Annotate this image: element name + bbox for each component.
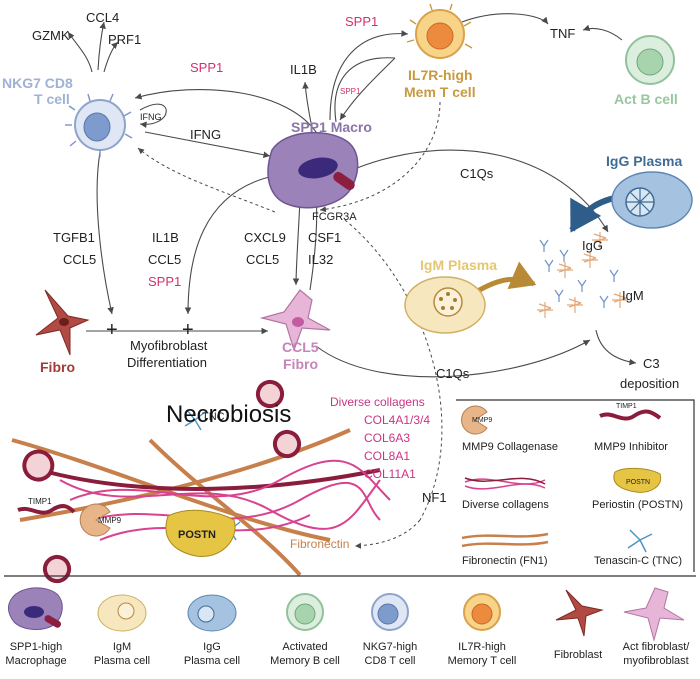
label-prf1: PRF1 [108, 32, 141, 47]
igm-plasma-arrow [474, 261, 537, 295]
collagen-list-4: COL11A1 [364, 467, 416, 481]
bl-macrophage-2: Macrophage [5, 655, 66, 667]
bl-b-2: Memory B cell [270, 655, 340, 667]
legend-fibronectin: Fibronectin (FN1) [462, 555, 548, 567]
nkg7-cd8-t-cell-icon [65, 93, 133, 157]
label-igg: IgG [582, 238, 603, 253]
cell-igg-plasma: IgG Plasma [606, 153, 682, 169]
bottom-legend-icons [7, 587, 685, 642]
cell-spp1-macro: SPP1 Macro [291, 119, 372, 135]
bl-actfib-2: myofibroblast [623, 655, 688, 667]
label-nf1: NF1 [422, 490, 447, 505]
bl-macrophage-1: SPP1-high [10, 641, 63, 653]
legend-periostin: Periostin (POSTN) [592, 499, 683, 511]
label-fibronectin: Fibronectin [290, 537, 349, 551]
necrobiosis-title: Necrobiosis [166, 401, 291, 428]
igg-plasma-cell-icon [611, 171, 693, 229]
label-cxcl9: CXCL9 [244, 230, 286, 245]
label-ccl4: CCL4 [86, 10, 119, 25]
label-mmp9: MMP9 [98, 516, 122, 525]
label-ccl5-c: CCL5 [246, 252, 279, 267]
connector-arrows [67, 13, 637, 378]
legend-mmp9-inhibitor: MMP9 Inhibitor [594, 441, 668, 453]
label-tgfb1: TGFB1 [53, 230, 95, 245]
legend-icons [461, 405, 662, 553]
label-tnf: TNF [550, 26, 575, 41]
cell-fibro: Fibro [40, 359, 75, 375]
legend-tenascin: Tenascin-C (TNC) [594, 555, 682, 567]
collagen-list-2: COL6A3 [364, 431, 410, 445]
bl-igm-1: IgM [113, 641, 131, 653]
label-spp1-top: SPP1 [345, 14, 378, 29]
antibody-cluster-icon [537, 232, 628, 318]
legend-frame [456, 399, 695, 572]
label-spp1-mid: SPP1 [148, 274, 181, 289]
collagen-list-0: Diverse collagens [330, 395, 425, 409]
label-myofib-2: Differentiation [127, 355, 207, 370]
plus-1: + [106, 319, 118, 341]
cell-il7r-1: IL7R-high [408, 67, 473, 83]
bl-igg-1: IgG [203, 641, 221, 653]
label-c1qs-top: C1Qs [460, 166, 494, 181]
legend-timp1-tag: TIMP1 [616, 403, 637, 410]
label-csf1: CSF1 [308, 230, 341, 245]
cell-nkg7-1: NKG7 CD8 [2, 75, 73, 91]
plus-2: + [182, 319, 194, 341]
bl-b-1: Activated [282, 641, 327, 653]
igm-plasma-cell-icon [404, 276, 486, 334]
necrobiosis-macrophages [22, 379, 302, 584]
label-c3-2: deposition [620, 376, 679, 391]
label-c1qs-bottom: C1Qs [436, 366, 470, 381]
bl-nk-2: CD8 T cell [365, 655, 416, 667]
bl-nk-1: NKG7-high [363, 641, 417, 653]
label-timp1: TIMP1 [28, 497, 52, 506]
bl-fibro: Fibroblast [554, 649, 602, 661]
collagen-list-3: COL8A1 [364, 449, 410, 463]
label-il1b-top: IL1B [290, 62, 317, 77]
timp1-shape [17, 504, 76, 515]
bl-il7r-1: IL7R-high [458, 641, 506, 653]
bl-il7r-2: Memory T cell [448, 655, 517, 667]
label-fcgr3a: FCGR3A [312, 211, 357, 223]
label-il1b: IL1B [152, 230, 179, 245]
legend-collagens: Diverse collagens [462, 499, 549, 511]
cell-igm-plasma: IgM Plasma [420, 257, 497, 273]
cell-ccl5-fibro-2: Fibro [283, 356, 318, 372]
spp1-macrophage-icon [267, 131, 359, 209]
label-il32: IL32 [308, 252, 333, 267]
mmp9-shape [79, 503, 111, 537]
fibroblast-icon [35, 289, 90, 356]
label-ifng: IFNG [190, 127, 221, 142]
postn-shape [165, 509, 236, 557]
ccl5-fibroblast-icon [259, 289, 331, 352]
label-spp1-nk: SPP1 [190, 60, 223, 75]
legend-mmp9-tag: MMP9 [472, 417, 492, 424]
bl-igm-2: Plasma cell [94, 655, 150, 667]
cell-ccl5-fibro-1: CCL5 [282, 339, 319, 355]
dashed-arrows [137, 101, 443, 549]
bl-igg-2: Plasma cell [184, 655, 240, 667]
cell-nkg7-2: T cell [34, 91, 70, 107]
collagen-list-1: COL4A1/3/4 [364, 413, 430, 427]
il7r-memory-t-cell-icon [406, 3, 473, 59]
label-tnc: TNC [202, 411, 225, 423]
label-ccl5-a: CCL5 [63, 252, 96, 267]
label-c3: C3 [643, 356, 660, 371]
legend-mmp9: MMP9 Collagenase [462, 441, 558, 453]
label-ifng-self: IFNG [140, 112, 162, 122]
label-igm: IgM [622, 288, 644, 303]
necrobiosis-scene [11, 409, 391, 577]
label-myofib-1: Myofibroblast [130, 338, 208, 353]
label-gzmk: GZMK [32, 28, 70, 43]
label-spp1-self: SPP1 [340, 87, 361, 96]
legend-postn-tag: POSTN [626, 479, 650, 486]
cell-il7r-2: Mem T cell [404, 84, 476, 100]
bl-actfib-1: Act fibroblast/ [623, 641, 691, 653]
label-postn: POSTN [178, 529, 216, 541]
cell-actb: Act B cell [614, 91, 678, 107]
label-ccl5-b: CCL5 [148, 252, 181, 267]
activated-b-cell-icon [625, 35, 675, 85]
